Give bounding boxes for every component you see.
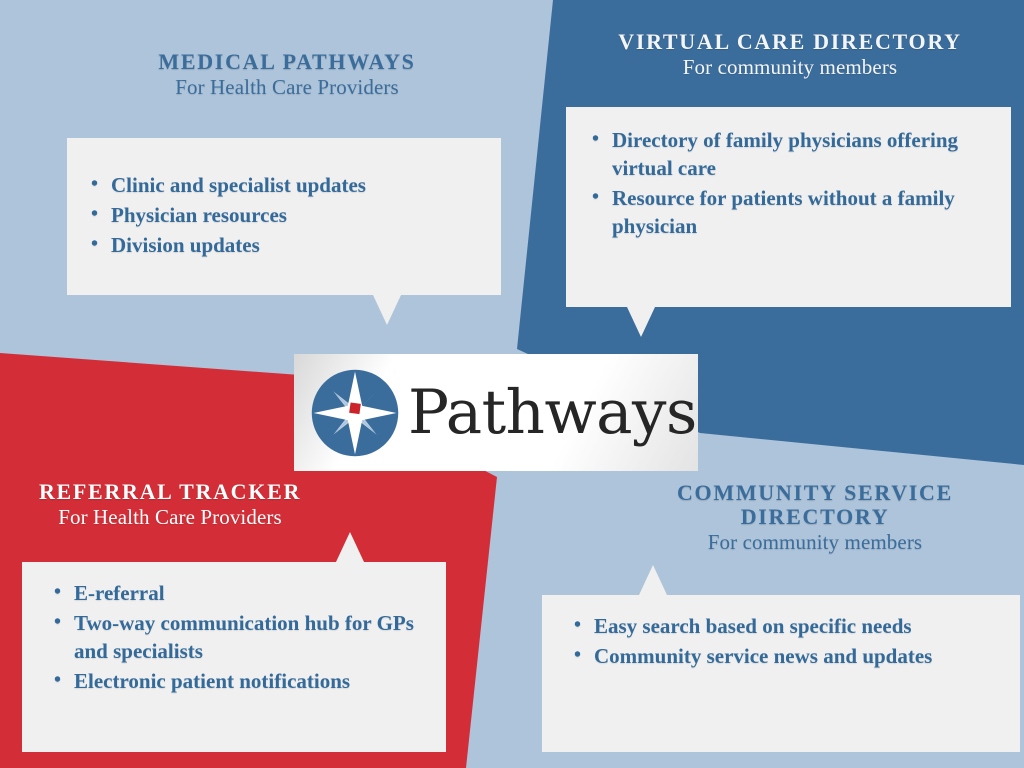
callout-medical-pathways: Clinic and specialist updates Physician … [67, 138, 501, 295]
list-item: Division updates [89, 231, 481, 260]
section-subtitle: For community members [707, 529, 923, 554]
compass-star-icon [311, 369, 399, 456]
section-title: REFERRAL TRACKER [38, 479, 302, 504]
section-subtitle: For community members [682, 54, 898, 79]
list-item: Physician resources [89, 201, 481, 230]
list-item: Directory of family physicians offering … [590, 126, 985, 183]
section-heading-virtual-care-directory: VIRTUAL CARE DIRECTORY For community mem… [565, 30, 1015, 78]
section-title: COMMUNITY SERVICE DIRECTORY [676, 480, 954, 529]
section-subtitle: For Health Care Providers [175, 74, 399, 99]
callout-referral-tracker: E-referral Two-way communication hub for… [22, 562, 446, 752]
list-item: Two-way communication hub for GPs and sp… [52, 609, 426, 666]
bullet-list: Easy search based on specific needs Comm… [572, 612, 1000, 671]
bullet-list: E-referral Two-way communication hub for… [52, 579, 426, 696]
section-heading-referral-tracker: REFERRAL TRACKER For Health Care Provide… [10, 480, 330, 528]
list-item: Community service news and updates [572, 642, 1000, 671]
brand-logo-plate: Pathways [294, 354, 698, 471]
callout-tail-medical-pathways [373, 295, 401, 325]
section-title: MEDICAL PATHWAYS [158, 49, 416, 74]
bullet-list: Clinic and specialist updates Physician … [89, 171, 481, 260]
brand-wordmark: Pathways [408, 377, 697, 448]
section-subtitle: For Health Care Providers [58, 504, 282, 529]
callout-virtual-care-directory: Directory of family physicians offering … [566, 107, 1011, 307]
section-heading-community-service-directory: COMMUNITY SERVICE DIRECTORY For communit… [620, 481, 1010, 553]
list-item: E-referral [52, 579, 426, 608]
list-item: Easy search based on specific needs [572, 612, 1000, 641]
list-item: Resource for patients without a family p… [590, 184, 985, 241]
callout-tail-virtual-care-directory [627, 307, 655, 337]
callout-community-service-directory: Easy search based on specific needs Comm… [542, 595, 1020, 752]
bullet-list: Directory of family physicians offering … [590, 126, 985, 241]
list-item: Clinic and specialist updates [89, 171, 481, 200]
list-item: Electronic patient notifications [52, 667, 426, 696]
section-heading-medical-pathways: MEDICAL PATHWAYS For Health Care Provide… [74, 50, 500, 98]
callout-tail-community-service-directory [639, 565, 667, 595]
callout-tail-referral-tracker [336, 532, 364, 562]
section-title: VIRTUAL CARE DIRECTORY [618, 29, 962, 54]
